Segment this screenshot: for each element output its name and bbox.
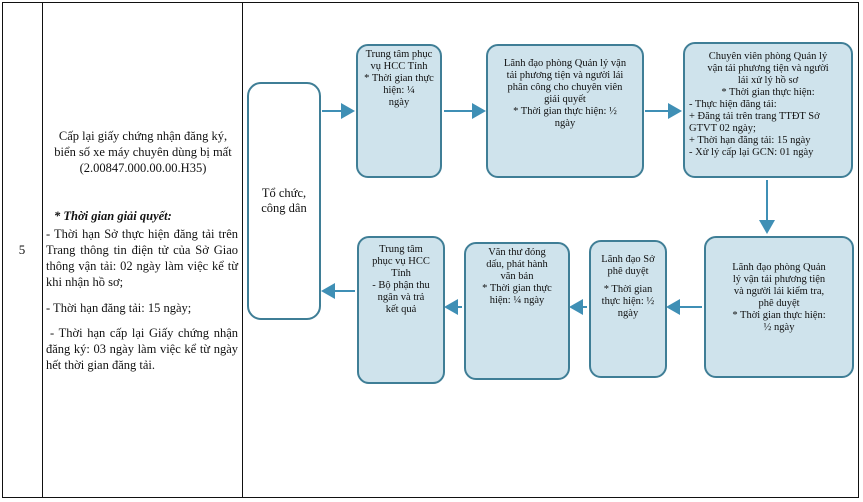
- column-divider: [42, 2, 43, 498]
- step-specialist-process: Chuyên viên phòng Quản lý vận tải phương…: [683, 42, 853, 178]
- step-clerk-stamp: Văn thư đóng dấu, phát hành văn bản * Th…: [464, 242, 570, 380]
- time-item: - Thời hạn đăng tải: 15 ngày;: [46, 301, 192, 315]
- column-divider: [242, 2, 243, 498]
- step-director-approve: Lãnh đạo Sở phê duyệt * Thời gian thực h…: [589, 240, 667, 378]
- row-number: 5: [18, 242, 26, 257]
- procedure-title: Cấp lại giấy chứng nhận đăng ký, biển số…: [54, 129, 232, 175]
- time-item: - Thời hạn Sở thực hiện đăng tải trên Tr…: [46, 227, 238, 289]
- step-hcc-result: Trung tâm phục vụ HCC Tỉnh - Bộ phận thu…: [357, 236, 445, 384]
- step-hcc-center: Trung tâm phục vụ HCC Tỉnh * Thời gian t…: [356, 44, 442, 178]
- step-department-leader-assign: Lãnh đạo phòng Quản lý vận tải phương ti…: [486, 44, 644, 178]
- time-item: - Thời hạn cấp lại Giấy chứng nhận đăng …: [46, 326, 238, 372]
- procedure-description: Cấp lại giấy chứng nhận đăng ký, biển số…: [44, 2, 242, 498]
- time-heading: * Thời gian giải quyết:: [54, 209, 172, 223]
- step-department-leader-approve: Lãnh đạo phòng Quản lý vận tải phương ti…: [704, 236, 854, 378]
- citizen-box: Tổ chức, công dân: [247, 82, 321, 320]
